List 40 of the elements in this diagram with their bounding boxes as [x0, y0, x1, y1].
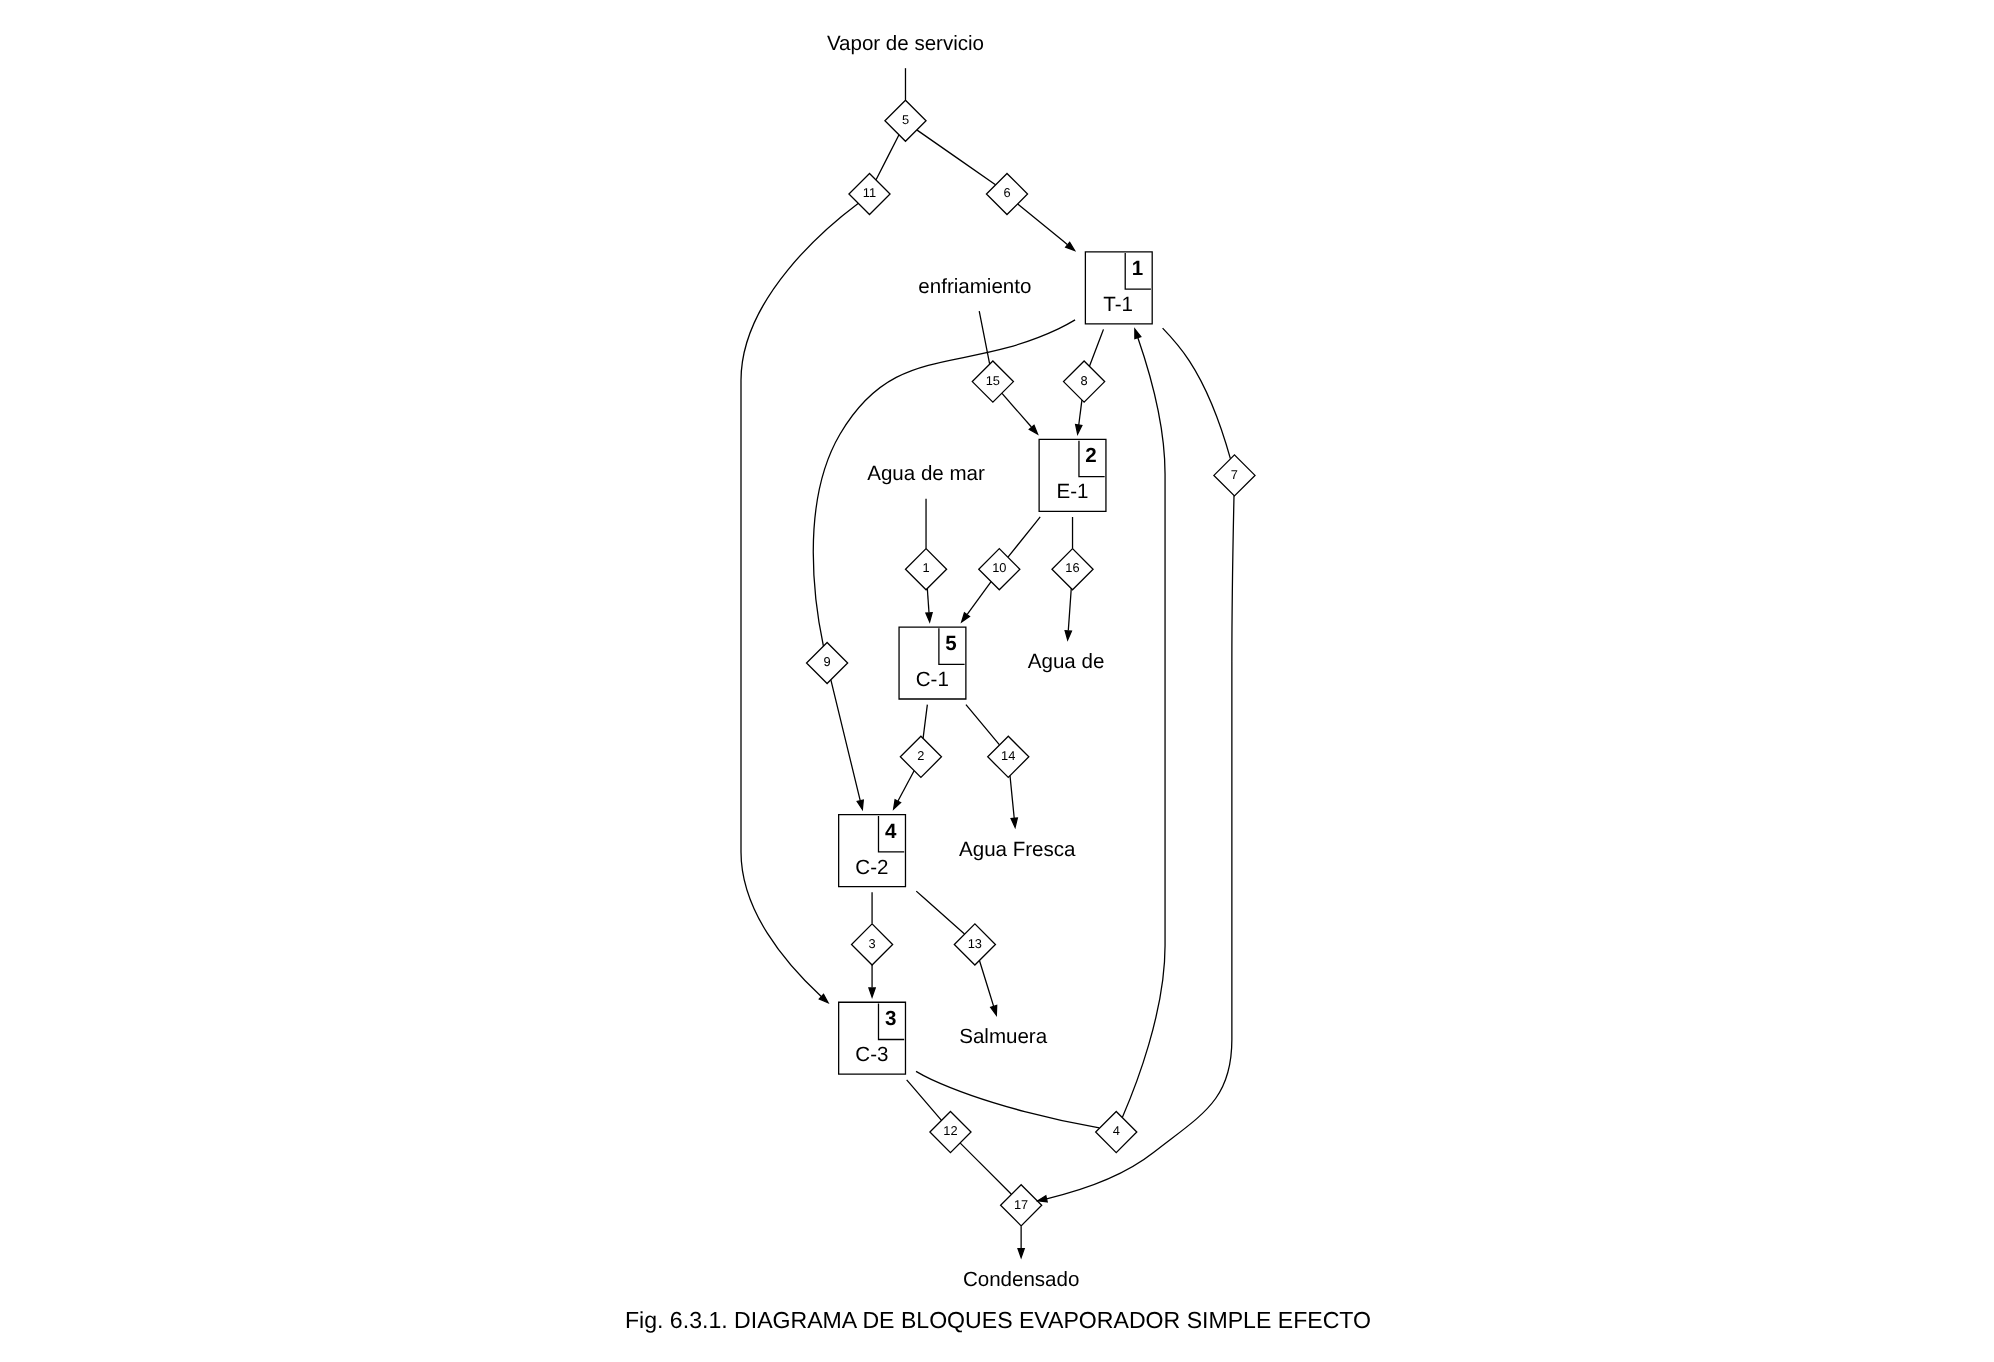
arrow — [1008, 775, 1018, 830]
connector — [915, 129, 996, 186]
node-text: Agua de mar — [866, 464, 984, 487]
arrow — [739, 202, 858, 1005]
connector — [914, 1070, 1099, 1129]
connector — [1160, 327, 1231, 460]
arrow — [829, 679, 864, 812]
arrow — [1016, 1225, 1025, 1260]
connector — [924, 498, 926, 550]
node-text: Vapor de servicio — [825, 33, 984, 56]
arrow — [1063, 587, 1072, 642]
node-text: enfriamiento — [917, 276, 1031, 299]
connector — [874, 134, 899, 181]
connector — [870, 891, 872, 925]
arrow — [1120, 327, 1165, 1118]
connector — [921, 703, 927, 739]
connector — [1087, 328, 1104, 367]
connector — [1006, 516, 1040, 558]
node-text: Condensado — [961, 1269, 1079, 1292]
connector — [914, 890, 965, 935]
connector — [811, 319, 1075, 647]
connector — [1070, 516, 1073, 549]
caption: Fig. 6.3.1. DIAGRAMA DE BLOQUES EVAPORADOR SIMPLE EFECTO — [623, 1309, 1371, 1334]
arrow — [1000, 392, 1038, 436]
node-text: Agua de — [1026, 651, 1104, 674]
connector — [964, 703, 999, 746]
arrow — [1034, 494, 1234, 1203]
arrow — [1016, 203, 1076, 252]
node-text: Salmuera — [958, 1027, 1047, 1050]
arrow — [977, 960, 997, 1017]
arrow — [891, 770, 914, 811]
arrow — [923, 587, 933, 624]
connector — [905, 1079, 942, 1121]
node-text: Agua Fresca — [958, 839, 1075, 862]
connector — [977, 310, 990, 365]
arrow — [867, 964, 876, 999]
connector — [903, 67, 906, 101]
arrow — [1073, 399, 1082, 436]
arrow — [959, 581, 991, 624]
connector — [958, 1142, 1012, 1195]
